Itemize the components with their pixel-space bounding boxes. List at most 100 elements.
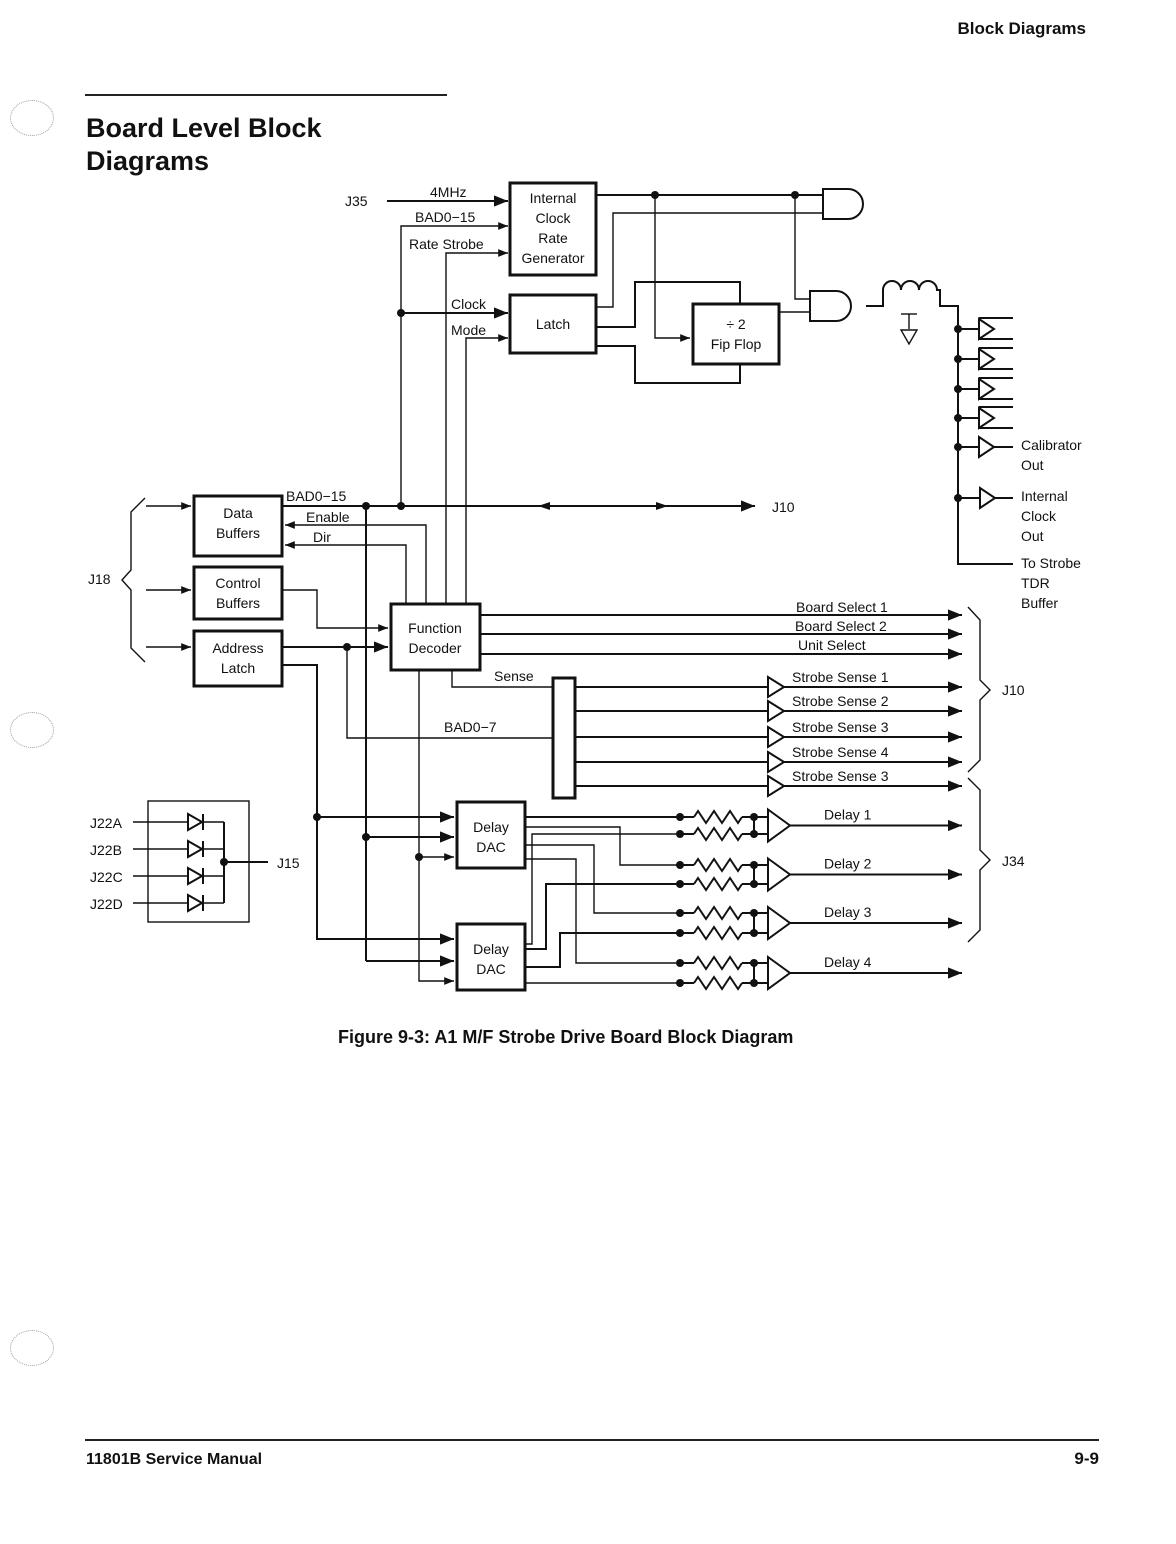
buffer-icon	[767, 725, 786, 749]
internal-clock-out-label-3: Out	[1021, 528, 1044, 544]
j18-brace	[121, 497, 146, 663]
junction-dot	[362, 833, 370, 841]
j18-label: J18	[88, 571, 111, 587]
wire-enable	[285, 521, 427, 604]
junction-dot	[313, 813, 321, 821]
buffer-1	[954, 317, 1013, 341]
j10-group-label: J10	[1002, 682, 1025, 698]
block-control-buffers	[192, 565, 284, 621]
delay-dac-2-label-1: Delay	[473, 941, 509, 957]
to-strobe-label-2: TDR	[1021, 575, 1050, 591]
section-title-line2: Diagrams	[86, 146, 210, 176]
clock-gen-label-1: Internal	[530, 190, 577, 206]
and-gate-icon	[809, 290, 852, 322]
dac-route	[525, 858, 680, 964]
buffer-icon	[767, 699, 786, 723]
label-clock: Clock	[451, 296, 487, 312]
flip-flop-label-1: ÷ 2	[726, 316, 746, 332]
resistor-icon	[693, 876, 743, 892]
internal-clock-out-label-2: Clock	[1021, 508, 1057, 524]
block-function-decoder	[389, 602, 482, 672]
strobe-sense-label: Strobe Sense 4	[792, 744, 889, 760]
control-buffers-label-2: Buffers	[216, 595, 260, 611]
block-delay-dac-2	[455, 922, 527, 992]
delay-channel: Delay 3	[676, 904, 962, 941]
block-sense-register	[551, 676, 577, 800]
footer-manual-title: 11801B Service Manual	[86, 1451, 263, 1468]
block-latch	[508, 293, 598, 355]
wire-mode	[465, 334, 508, 604]
internal-clock-out-label-1: Internal	[1021, 488, 1068, 504]
strobe-sense-label: Strobe Sense 3	[792, 719, 889, 735]
delay-label: Delay 1	[824, 807, 872, 823]
dac-route	[525, 826, 680, 866]
delay-label: Delay 2	[824, 856, 872, 872]
function-decoder-label-2: Decoder	[409, 640, 462, 656]
j22c-label: J22C	[90, 869, 123, 885]
label-mode: Mode	[451, 322, 486, 338]
strobe-sense-label: Strobe Sense 1	[792, 669, 889, 685]
header-rule	[85, 94, 447, 96]
j22d-label: J22D	[90, 896, 123, 912]
diode-icon	[133, 866, 224, 886]
resistor-icon	[693, 809, 743, 825]
delay-dac-1-label-1: Delay	[473, 819, 509, 835]
wire-to-flipflop	[654, 195, 690, 342]
buffer-2	[954, 347, 1013, 371]
label-enable: Enable	[306, 509, 350, 525]
resistor-icon	[693, 975, 743, 991]
label-dir: Dir	[313, 529, 331, 545]
wire-latch-ff-loop-1	[596, 281, 741, 328]
wire-bad0-7	[346, 647, 553, 739]
footer-rule	[85, 1439, 1099, 1441]
to-strobe-label-1: To Strobe	[1021, 555, 1081, 571]
footer-page-number: 9-9	[1074, 1449, 1099, 1468]
dac-route	[525, 833, 680, 945]
label-bad0-15-bus: BAD0−15	[286, 488, 347, 504]
strobe-sense-line: Strobe Sense 3	[575, 719, 962, 749]
address-latch-label-2: Latch	[221, 660, 255, 676]
section-title-line1: Board Level Block	[86, 113, 322, 143]
latch-label: Latch	[536, 316, 570, 332]
j34-group-brace	[967, 777, 991, 943]
data-buffers-label-1: Data	[223, 505, 253, 521]
j22b-label: J22B	[90, 842, 122, 858]
strobe-sense-line: Strobe Sense 1	[575, 669, 962, 699]
resistor-icon	[693, 925, 743, 941]
junction-dot	[397, 502, 405, 510]
resistor-icon	[693, 857, 743, 873]
diode-array	[133, 812, 225, 913]
punch-hole	[10, 712, 54, 748]
strobe-sense-line: Strobe Sense 2	[575, 693, 962, 723]
wire-latch-ff-loop-2	[596, 345, 741, 384]
block-delay-dac-1	[455, 800, 527, 870]
label-rate-strobe: Rate Strobe	[409, 236, 484, 252]
wire-dir	[285, 541, 407, 604]
function-decoder-label-1: Function	[408, 620, 462, 636]
wire-bad0-15-clockgen	[400, 222, 508, 510]
clock-gen-label-4: Generator	[521, 250, 584, 266]
punch-hole	[10, 1330, 54, 1366]
flip-flop-label-2: Fip Flop	[711, 336, 762, 352]
buffer-icon	[767, 675, 786, 699]
junction-dot	[397, 309, 405, 317]
j35-label: J35	[345, 193, 368, 209]
buffer-icon	[767, 774, 786, 798]
wire-decoder-to-dac2	[418, 670, 454, 985]
resistor-icon	[693, 826, 743, 842]
j15-label: J15	[277, 855, 300, 871]
inductor-icon	[866, 280, 959, 565]
j10-bus-label: J10	[772, 499, 795, 515]
label-bad0-15-top: BAD0−15	[415, 209, 476, 225]
bidirectional-arrow-icon	[538, 502, 550, 510]
clock-gen-label-3: Rate	[538, 230, 568, 246]
amplifier-icon	[767, 905, 792, 941]
buffer-internal-clock	[954, 486, 1013, 510]
delay-label: Delay 3	[824, 904, 872, 920]
label-unit-select: Unit Select	[798, 637, 866, 653]
calibrator-out-label-2: Out	[1021, 457, 1044, 473]
diode-icon	[133, 839, 224, 859]
